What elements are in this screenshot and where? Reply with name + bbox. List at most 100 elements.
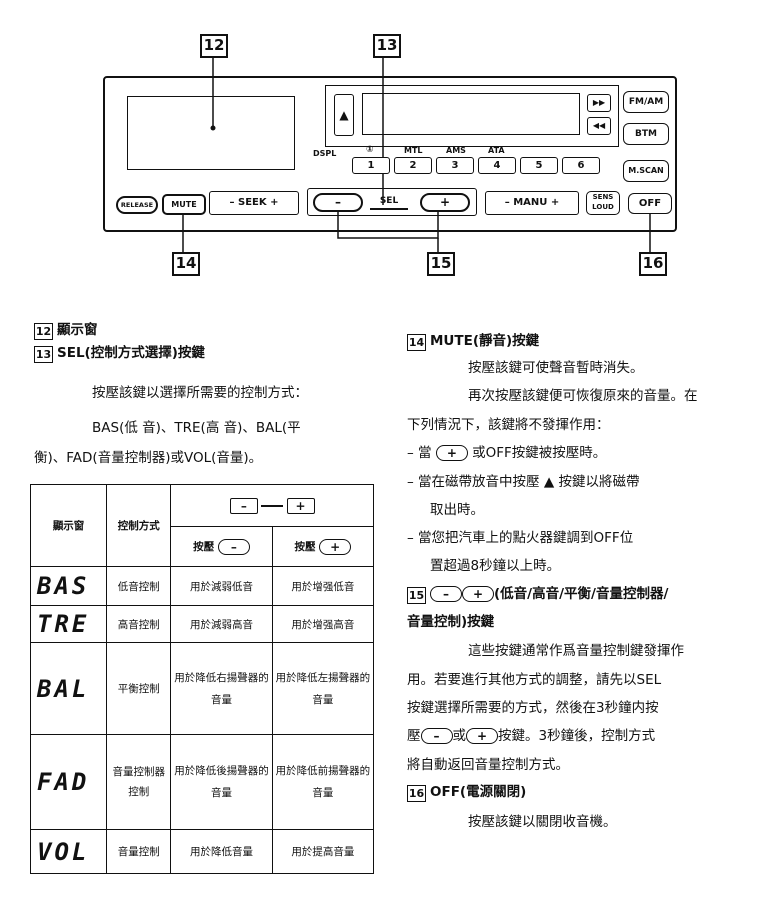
header-mode: 控制方式	[106, 484, 172, 567]
lcd-vol: VOL	[29, 829, 108, 874]
lcd-bal: BAL	[29, 642, 108, 735]
row-minus: 用於降低後揚聲器的音量	[170, 734, 273, 830]
bullet3-line1: – 當您把汽車上的點火器鍵調到OFF位	[407, 530, 634, 546]
item14-title: MUTE(靜音)按鍵	[430, 333, 540, 349]
preset-label-4: ATA	[488, 146, 505, 155]
loud-label: LOUD	[592, 203, 614, 211]
bullet2-line2: 取出時。	[430, 502, 484, 518]
minus-icon: –	[420, 728, 453, 744]
rewind-button[interactable]: ◀◀	[587, 117, 611, 135]
plus-button[interactable]: +	[420, 193, 470, 212]
release-button[interactable]: RELEASE	[116, 196, 158, 214]
item16-title: OFF(電源關閉)	[430, 784, 527, 800]
item15-number: 15	[407, 587, 426, 604]
item15-line4-b: 或	[452, 728, 467, 744]
preset-button-6[interactable]: 6	[562, 157, 600, 174]
sens-label: SENS	[592, 193, 614, 201]
item15-title-a: (低音/高音/平衡/音量控制器/	[494, 586, 669, 602]
table-row: VOL 音量控制 用於降低音量 用於提高音量	[29, 829, 375, 874]
mute-button[interactable]: MUTE	[162, 194, 206, 215]
fm-am-button[interactable]: FM/AM	[623, 91, 669, 113]
radio-panel	[103, 76, 677, 232]
header-sel-bar	[261, 504, 284, 507]
lcd-fad: FAD	[29, 734, 108, 830]
press-plus-label: 按壓	[294, 540, 316, 553]
header-press-plus: 按壓 +	[271, 526, 375, 567]
btm-button[interactable]: BTM	[623, 123, 669, 145]
dspl-label: DSPL	[313, 149, 337, 158]
press-plus-icon: +	[319, 538, 352, 555]
row-mode: 平衡控制	[106, 642, 172, 735]
callout-14: 14	[172, 252, 200, 276]
header-display: 顯示窗	[29, 484, 108, 567]
row-minus: 用於降低右揚聲器的音量	[170, 642, 273, 735]
off-button[interactable]: OFF	[628, 193, 672, 214]
row-mode: 高音控制	[106, 605, 172, 643]
preset-button-5[interactable]: 5	[520, 157, 558, 174]
row-plus: 用於提高音量	[271, 829, 375, 874]
lcd-tre: TRE	[29, 605, 108, 643]
callout-13: 13	[373, 34, 401, 58]
manu-button[interactable]: – MANU +	[485, 191, 579, 215]
row-plus: 用於降低左揚聲器的音量	[271, 642, 375, 735]
row-mode: 低音控制	[106, 566, 172, 606]
sens-loud-button[interactable]: SENS LOUD	[586, 191, 620, 215]
bullet1-end: 或OFF按鍵被按壓時。	[472, 445, 607, 461]
seek-button[interactable]: – SEEK +	[209, 191, 299, 215]
item14-line1: 按壓該鍵可使聲音暫時消失。	[468, 360, 644, 376]
item12-number: 12	[34, 323, 53, 340]
callout-15: 15	[427, 252, 455, 276]
header-press-minus: 按壓 –	[170, 526, 273, 567]
press-minus-label: 按壓	[193, 540, 215, 553]
table-row: TRE 高音控制 用於減弱高音 用於增强高音	[29, 605, 375, 643]
plus-icon: +	[435, 445, 468, 461]
preset-button-2[interactable]: 2	[394, 157, 432, 174]
header-buttons: – +	[170, 484, 374, 527]
item15-line1: 這些按鍵通常作爲音量控制鍵發揮作	[468, 643, 684, 659]
callout-12: 12	[200, 34, 228, 58]
callout-16: 16	[639, 252, 667, 276]
row-plus: 用於增强低音	[271, 566, 375, 606]
row-minus: 用於降低音量	[170, 829, 273, 874]
minus-icon: –	[430, 586, 462, 602]
item15-line2: 用。若要進行其他方式的調整，請先以SEL	[407, 672, 662, 688]
leader-lines	[182, 56, 651, 252]
eject-button[interactable]: ▲	[334, 94, 354, 136]
sel-group-frame	[307, 188, 477, 216]
item13-title: SEL(控制方式選擇)按鍵	[57, 345, 205, 361]
table-row: BAS 低音控制 用於減弱低音 用於增强低音	[29, 566, 375, 606]
item15-line3: 按鍵選擇所需要的方式，然後在3秒鐘内按	[407, 700, 659, 716]
table-row: BAL 平衡控制 用於降低右揚聲器的音量 用於降低左揚聲器的音量	[29, 642, 375, 735]
sel-button[interactable]: SEL	[370, 194, 408, 210]
preset-button-3[interactable]: 3	[436, 157, 474, 174]
lcd-bas: BAS	[29, 566, 108, 606]
row-plus: 用於增强高音	[271, 605, 375, 643]
fast-forward-button[interactable]: ▶▶	[587, 94, 611, 112]
plus-icon: +	[466, 728, 498, 744]
preset-button-1[interactable]: 1	[352, 157, 390, 174]
item13-line2: BAS(低 音)、TRE(高 音)、BAL(平	[92, 420, 301, 436]
bullet2-line1: – 當在磁帶放音中按壓 ▲ 按鍵以將磁帶	[407, 474, 640, 490]
item15-title-line1: –+(低音/高音/平衡/音量控制器/	[430, 584, 668, 604]
cassette-window	[362, 93, 580, 135]
item15-line4-a: 壓	[407, 728, 421, 744]
plus-icon: +	[462, 586, 494, 602]
preset-label-3: AMS	[446, 146, 466, 155]
minus-button[interactable]: –	[313, 193, 363, 212]
item15-title-line2: 音量控制)按鍵	[407, 614, 495, 630]
item13-line1: 按壓該鍵以選擇所需要的控制方式：	[92, 385, 308, 401]
bullet3-line2: 置超過8秒鐘以上時。	[430, 558, 561, 574]
display-window	[127, 96, 295, 170]
preset-button-4[interactable]: 4	[478, 157, 516, 174]
preset-label-2: MTL	[404, 146, 423, 155]
preset-label-1: ①	[366, 145, 374, 155]
bullet1-start: – 當	[407, 445, 432, 461]
bullet1: – 當 + 或OFF按鍵被按壓時。	[407, 443, 606, 463]
item15-line5: 將自動返回音量控制方式。	[407, 757, 569, 773]
leader-12-dot	[210, 125, 216, 131]
leader-15	[337, 210, 439, 239]
mscan-button[interactable]: M.SCAN	[623, 160, 669, 182]
item13-number: 13	[34, 346, 53, 363]
header-plus-icon: +	[286, 497, 315, 514]
item14-line3: 下列情況下，該鍵將不發揮作用：	[407, 417, 610, 433]
